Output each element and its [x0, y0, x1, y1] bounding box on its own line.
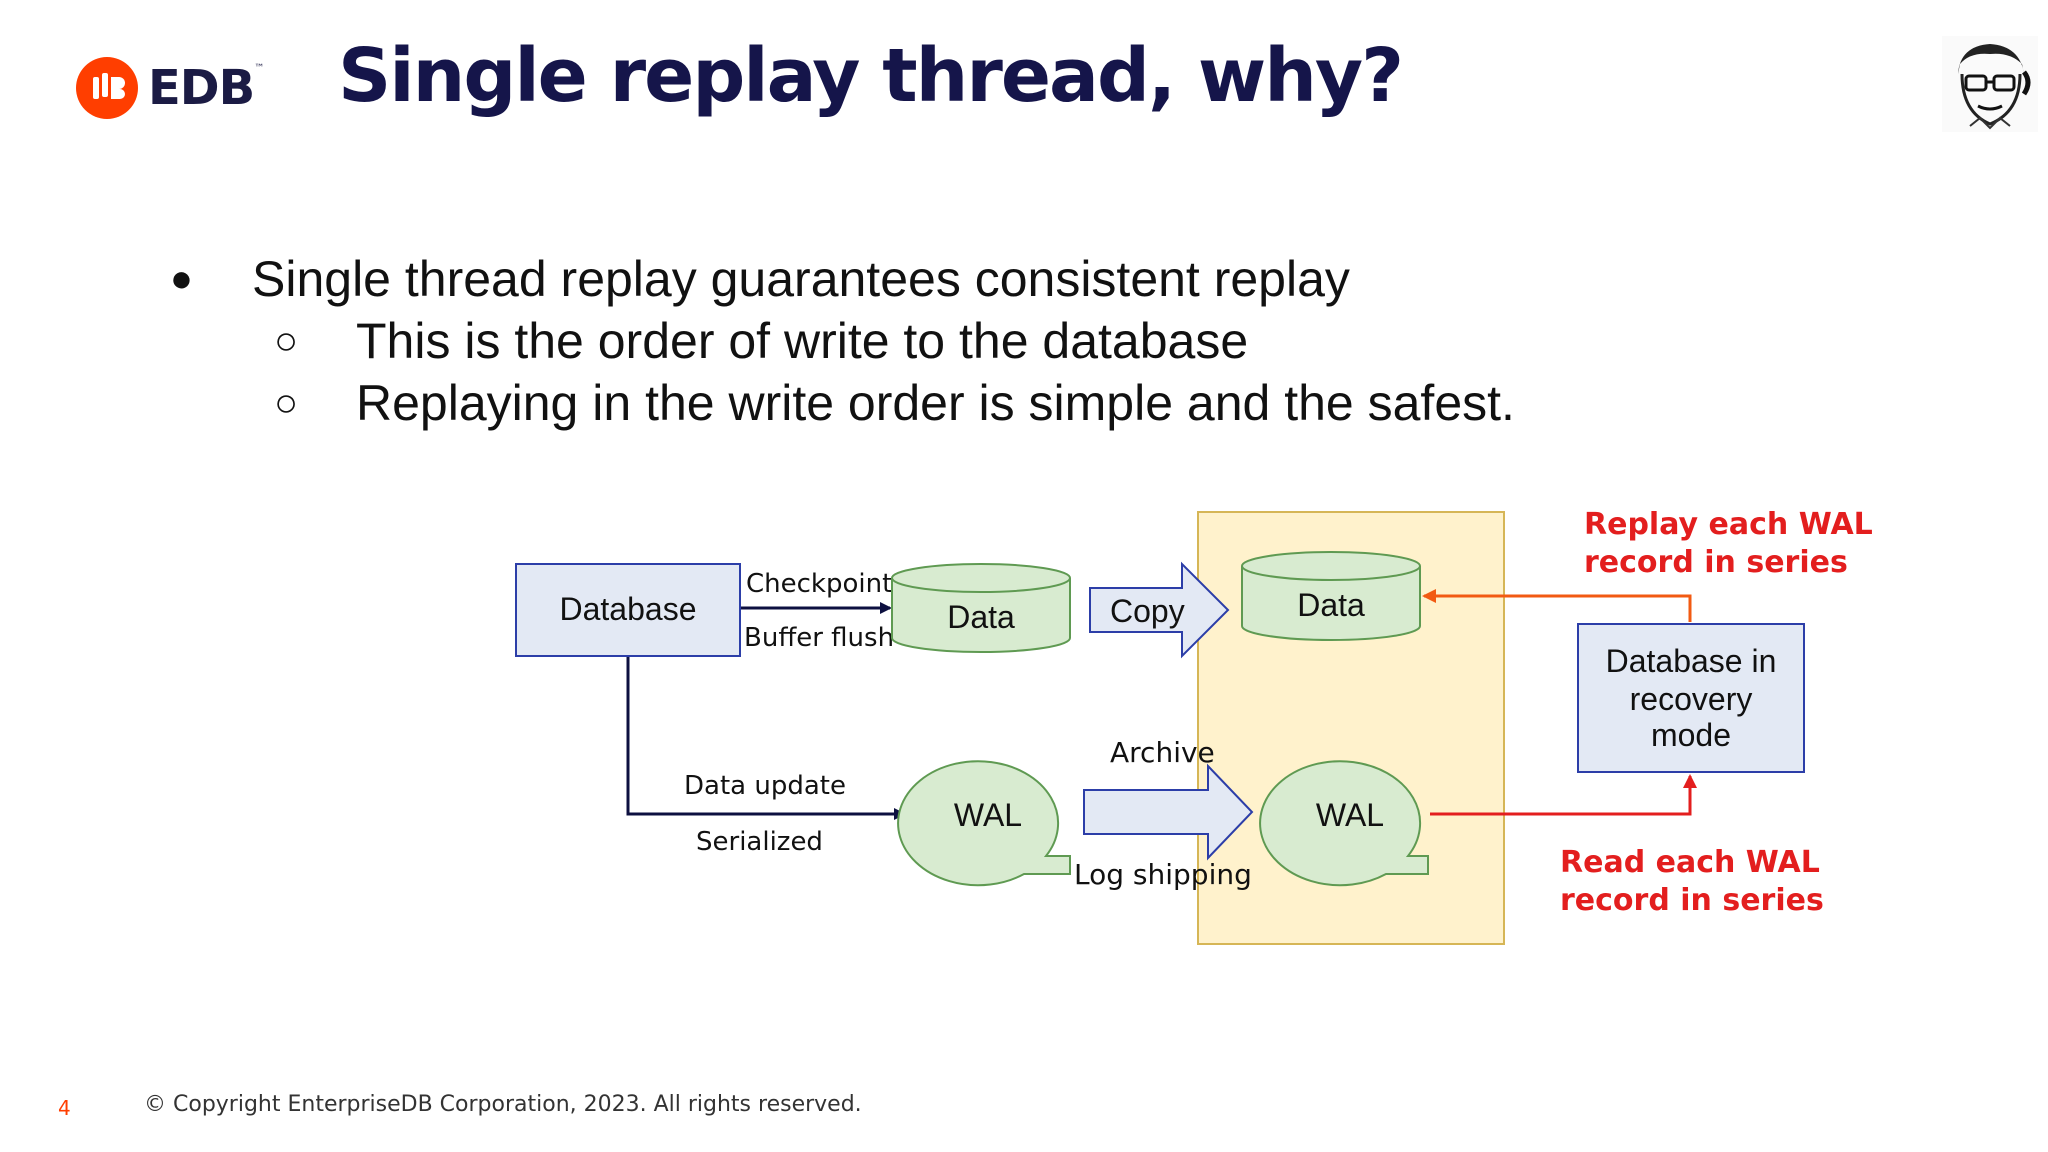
data-right-label: Data	[1297, 587, 1365, 623]
archive-arrow-icon	[1083, 763, 1254, 861]
copyright-text: © Copyright EnterpriseDB Corporation, 20…	[144, 1092, 862, 1117]
replay-arrow	[1422, 589, 1692, 622]
data-update-arrow	[626, 657, 906, 820]
slide-title: Single replay thread, why?	[338, 33, 1404, 119]
data-left-label: Data	[947, 599, 1015, 635]
edb-logo-icon	[76, 57, 138, 119]
recovery-label-line-2: recovery	[1630, 681, 1753, 717]
archive-label: Archive	[1110, 736, 1215, 769]
recovery-label-line-3: mode	[1651, 717, 1731, 753]
serialized-label: Serialized	[696, 827, 823, 857]
bullet-dot-icon: ●	[170, 258, 193, 300]
replay-label-line-2: record in series	[1584, 545, 1848, 580]
presenter-avatar-icon	[1940, 34, 2040, 134]
read-label-line-2: record in series	[1560, 883, 1824, 918]
read-label-line-1: Read each WAL	[1560, 845, 1820, 880]
database-box	[515, 563, 741, 657]
wal-right-icon	[1259, 760, 1429, 887]
copy-label: Copy	[1110, 593, 1185, 629]
page-number: 4	[58, 1096, 71, 1120]
sub-bullet-circle-icon: ○	[274, 381, 299, 425]
replay-label-line-1: Replay each WAL	[1584, 507, 1873, 542]
buffer-flush-label: Buffer flush	[744, 623, 894, 653]
log-shipping-label: Log shipping	[1074, 858, 1252, 891]
wal-left-icon	[897, 760, 1071, 887]
data-storage-right-icon	[1241, 551, 1421, 641]
copy-arrow-icon	[1089, 561, 1230, 659]
read-arrow	[1430, 774, 1697, 816]
recovery-mode-box	[1577, 623, 1805, 773]
recovery-label-line-1: Database in	[1606, 643, 1777, 679]
wal-right-label: WAL	[1316, 797, 1384, 833]
edb-logo: EDB™	[76, 56, 266, 120]
database-label: Database	[560, 591, 697, 627]
wal-left-label: WAL	[954, 797, 1022, 833]
data-storage-left-icon	[891, 563, 1071, 653]
edb-logo-text: EDB™	[148, 60, 264, 116]
sub-bullet-circle-icon: ○	[274, 319, 299, 363]
checkpoint-label: Checkpoint	[746, 569, 892, 599]
data-update-label: Data update	[684, 771, 846, 801]
